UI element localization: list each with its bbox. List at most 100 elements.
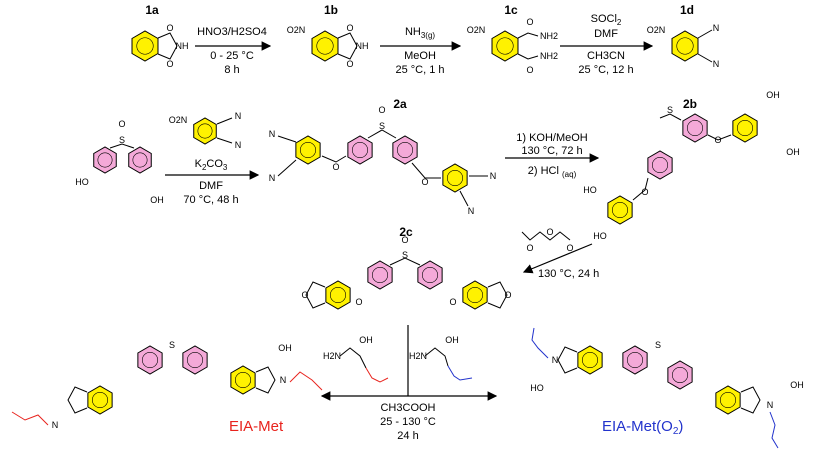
ring-eiamet-y1-aromatic: [92, 391, 109, 408]
atom-bps-s: S: [118, 135, 126, 145]
ring-bps-1-aromatic: [97, 152, 113, 168]
ring-2a-y1: [295, 135, 321, 165]
bond-2b-3: [632, 177, 649, 201]
ring-step4-reagent: [193, 117, 217, 145]
atom-1b-o2: O: [346, 59, 354, 69]
step5-line2: 130 °C, 72 h: [521, 145, 583, 157]
ring-2b-y1: [732, 113, 758, 143]
ring-1d-aromatic: [676, 37, 694, 55]
atom-eiameto2-n: N: [551, 355, 559, 365]
atom-s4-no2: O2N: [168, 115, 188, 125]
step3-cond: 25 °C, 12 h: [578, 64, 634, 76]
step3-reagent-main: SOCl: [590, 13, 617, 25]
ring-eiamet-p1-aromatic: [142, 351, 159, 368]
ring-eiameto2-y1-aromatic: [581, 351, 598, 368]
atom-eiamet-s: S: [168, 340, 176, 350]
atom-1c-no2: O2N: [466, 25, 486, 35]
atom-2a-o3: O: [421, 177, 429, 187]
ring-1b-imide: [337, 32, 358, 60]
ring-1a-imide: [157, 32, 178, 60]
step4-cond: 70 °C, 48 h: [183, 194, 239, 206]
ring-eiameto2-p1-aromatic: [626, 351, 643, 368]
step2-solvent: MeOH: [404, 50, 436, 62]
step4-solvent: DMF: [199, 180, 223, 192]
atom-2b-ho1: HO: [583, 185, 597, 195]
ring-bps-1: [93, 146, 117, 174]
atom-1a-o2: O: [166, 59, 174, 69]
label-1c: 1c: [504, 3, 518, 17]
ring-eiamet-y2-aromatic: [235, 371, 252, 388]
step1-reagent: HNO3/H2SO4: [197, 26, 267, 38]
bond-2a-1: [321, 155, 347, 163]
bond-s4-cn2: [216, 137, 233, 144]
ring-2c-y2: [462, 280, 488, 310]
atom-2b-o2: O: [641, 187, 649, 197]
bond-1d-cn2: [697, 53, 713, 63]
step4-base-k: K: [194, 158, 202, 170]
ring-1b: [311, 30, 339, 62]
ring-eiamet-p2: [182, 345, 208, 375]
bond-meto2: [424, 347, 449, 367]
product-eia-met-o2-prefix: EIA-Met(O: [602, 418, 673, 435]
step4-base-sub1: 2: [201, 163, 207, 172]
atom-1c-o2: O: [526, 65, 534, 75]
step3-solvent2: CH3CN: [587, 50, 625, 62]
bond-bps: [109, 143, 135, 149]
product-eia-met-o2-sub: 2: [672, 426, 679, 437]
ring-2b-p1: [682, 113, 708, 143]
ring-bps-2: [128, 146, 152, 174]
ring-eiamet-y1: [87, 385, 113, 415]
atom-s4-n1: N: [234, 111, 242, 121]
ring-2b-y2: [607, 195, 633, 225]
step3-solvent1: DMF: [594, 28, 618, 40]
atom-2c-ob: O: [504, 290, 512, 300]
step5-line1: 1) KOH/MeOH: [516, 132, 588, 144]
bond-2a-cn1: [277, 135, 297, 143]
atom-met-oh: OH: [359, 335, 373, 345]
atom-eiameto2-oh: OH: [790, 380, 804, 390]
atom-eiamet-n2: N: [51, 420, 59, 430]
atom-ac2o-o2: O: [546, 227, 554, 237]
atom-eiamet-oh: OH: [278, 343, 292, 353]
ring-1d: [671, 30, 699, 62]
step2-reagent-main: NH: [404, 26, 421, 38]
bond-eiameto2-chainR: [769, 411, 779, 449]
ring-2a-y2-aromatic: [446, 170, 463, 187]
atom-eiameto2-n2: N: [766, 400, 774, 410]
ring-1c-aromatic: [496, 37, 514, 55]
label-1a: 1a: [145, 3, 159, 17]
atom-meto2-oh: OH: [445, 335, 459, 345]
step2-reagent-sub: 3(g): [420, 31, 436, 40]
step5-line3: 2) HCl (aq): [527, 165, 576, 179]
ring-eiameto2-y2-imide: [740, 386, 761, 414]
step3-reagent: SOCl2: [590, 13, 622, 27]
atom-1b-no2: O2N: [286, 25, 306, 35]
atom-2b-s: S: [666, 105, 674, 115]
atom-2a-o1: O: [332, 162, 340, 172]
atom-2b-oh1: OH: [766, 90, 780, 100]
atom-eiameto2-s: S: [654, 340, 662, 350]
atom-2c-o-s: O: [401, 235, 409, 245]
ring-2c-p2: [417, 260, 443, 290]
atom-2a-n1: N: [268, 129, 276, 139]
atom-2a-n3: N: [489, 171, 497, 181]
atom-bps-oh: OH: [150, 195, 164, 205]
ring-eiameto2-p2: [667, 360, 693, 390]
atom-1d-n2: N: [712, 59, 720, 69]
step5-line3-main: 2) HCl: [527, 165, 559, 177]
step7-time: 24 h: [397, 430, 419, 442]
ring-eiameto2-y2-aromatic: [719, 391, 736, 408]
ring-2a-y2: [442, 163, 468, 193]
bond-1d-cn1: [697, 29, 713, 39]
ring-1c: [491, 30, 519, 62]
atom-bps-o: O: [118, 119, 126, 129]
ring-2c-p1-aromatic: [371, 266, 388, 283]
bond-meto2-chain: [447, 365, 473, 381]
ring-2b-y2-aromatic: [611, 202, 628, 219]
bond-2a-3: [411, 162, 441, 179]
ring-bps-2-aromatic: [132, 152, 148, 168]
ring-eiameto2-y1-imide: [557, 346, 578, 374]
step1-time: 8 h: [224, 64, 240, 76]
atom-2a-o2: O: [378, 105, 386, 115]
